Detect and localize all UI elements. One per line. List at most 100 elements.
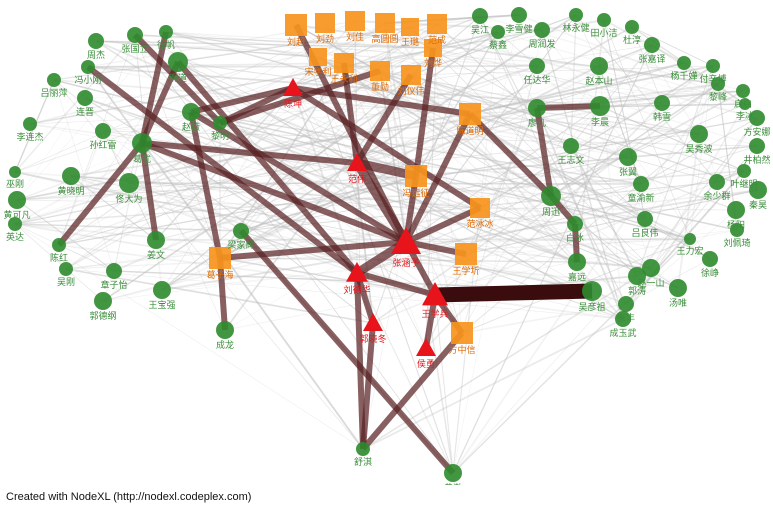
weak-edge <box>190 23 438 113</box>
node-xuzheng[interactable] <box>702 251 718 267</box>
node-wanglu[interactable] <box>401 18 419 36</box>
node-fengyuanzheng[interactable] <box>405 165 427 187</box>
node-tongdawei2[interactable] <box>370 61 390 81</box>
node-tongdawei[interactable] <box>119 173 139 193</box>
node-wuxiubo[interactable] <box>690 125 708 143</box>
node-libing[interactable] <box>739 98 751 110</box>
node-hanxue[interactable] <box>654 95 670 111</box>
node-yushaoqun[interactable] <box>709 174 725 190</box>
node-renda[interactable] <box>529 58 545 74</box>
node-shuqi[interactable] <box>356 442 370 456</box>
node-yingda[interactable] <box>8 217 22 231</box>
node-zhangziyi[interactable] <box>106 263 122 279</box>
node-zhangyi[interactable] <box>619 148 637 166</box>
node-chenglong[interactable] <box>216 321 234 339</box>
node-huangqiufan[interactable] <box>8 191 26 209</box>
node-baibing[interactable] <box>567 216 583 232</box>
node-zhanghanyu[interactable] <box>391 227 421 254</box>
node-duchun[interactable] <box>625 20 639 34</box>
node-guotao[interactable] <box>628 267 646 285</box>
node-fangzhongxin[interactable] <box>451 322 473 344</box>
node-tangwei[interactable] <box>669 279 687 297</box>
node-liaofan[interactable] <box>528 99 546 117</box>
node-yangyang[interactable] <box>727 201 745 219</box>
node-huangxiaoming[interactable] <box>62 167 80 185</box>
node-liujia[interactable] <box>345 11 365 31</box>
node-wujiang[interactable] <box>472 8 488 24</box>
node-jingboran[interactable] <box>749 138 765 154</box>
node-wanglihong[interactable] <box>684 233 696 245</box>
node-qiqi[interactable] <box>736 84 750 98</box>
node-tongyixin[interactable] <box>633 176 649 192</box>
node-guoxiaodong[interactable] <box>363 313 383 331</box>
node-wangxuebing[interactable] <box>422 282 448 306</box>
node-liupeiqi[interactable] <box>730 223 744 237</box>
node-liuyiwei[interactable] <box>401 65 421 85</box>
node-wuyanzu[interactable] <box>582 281 602 301</box>
node-lifeng[interactable] <box>711 77 725 91</box>
weak-edge <box>165 31 434 49</box>
node-fancheng[interactable] <box>427 14 447 34</box>
node-wangzhiwen[interactable] <box>563 138 579 154</box>
node-houyong[interactable] <box>416 338 436 356</box>
node-chengyuwu[interactable] <box>615 311 631 327</box>
node-huangbo[interactable] <box>444 464 462 482</box>
node-sunhonglei[interactable] <box>95 123 111 139</box>
node-chenhong[interactable] <box>52 238 66 252</box>
node-qinhao[interactable] <box>749 181 767 199</box>
node-wugang2[interactable] <box>9 166 21 178</box>
node-zhoujie[interactable] <box>88 33 104 49</box>
weak-edge <box>16 175 417 201</box>
node-lvliping[interactable] <box>47 73 61 87</box>
node-gaoyuanyuan[interactable] <box>375 13 395 33</box>
node-chenkun[interactable] <box>283 78 303 96</box>
node-lianjin[interactable] <box>77 90 93 106</box>
node-zhaobenshan[interactable] <box>590 57 608 75</box>
node-liujin[interactable] <box>315 13 335 33</box>
node-geyou[interactable] <box>132 133 152 153</box>
node-lilianjie[interactable] <box>23 117 37 131</box>
node-liming[interactable] <box>213 116 227 130</box>
node-wangyongjie[interactable] <box>334 53 354 73</box>
node-liudehua[interactable] <box>346 262 368 282</box>
weak-edge <box>405 105 601 243</box>
node-fanwei[interactable] <box>347 153 367 171</box>
node-songyangyang[interactable] <box>309 48 327 66</box>
node-yejiming[interactable] <box>737 164 751 178</box>
node-fangan[interactable] <box>749 110 765 126</box>
node-liuchao[interactable] <box>285 14 307 36</box>
node-luliangwei[interactable] <box>637 211 653 227</box>
node-wangxuexin[interactable] <box>455 243 477 265</box>
node-fuxinbo[interactable] <box>706 59 720 73</box>
node-tianxiaojie[interactable] <box>597 13 611 27</box>
node-zhourunfa[interactable] <box>534 22 550 38</box>
node-linyongjian[interactable] <box>569 8 583 22</box>
node-zhangjiayi[interactable] <box>644 37 660 53</box>
node-jiangwen[interactable] <box>147 231 165 249</box>
node-fengxiaogang[interactable] <box>81 60 95 74</box>
node-wugang[interactable] <box>59 262 73 276</box>
node-xufan[interactable] <box>159 25 173 39</box>
node-zhaoyishan[interactable] <box>642 259 660 277</box>
node-zhangguoli[interactable] <box>127 27 143 43</box>
weak-edge <box>452 83 719 474</box>
node-label-tangwei: 汤唯 <box>669 298 687 309</box>
weak-edge <box>240 175 417 232</box>
node-mingdao[interactable] <box>168 52 188 72</box>
node-gezilong[interactable] <box>209 247 231 269</box>
node-jiayuan[interactable] <box>568 253 586 271</box>
node-liangjiahui[interactable] <box>233 223 249 239</box>
node-zhaowei[interactable] <box>182 103 200 121</box>
node-lichen[interactable] <box>590 96 610 116</box>
node-guodegang[interactable] <box>94 292 112 310</box>
node-liqiang[interactable] <box>511 7 527 23</box>
node-yangqianhua[interactable] <box>677 56 691 70</box>
node-wangbaoqiang[interactable] <box>153 281 171 299</box>
node-zhangfeng[interactable] <box>618 296 634 312</box>
node-caiding[interactable] <box>491 25 505 39</box>
node-fanbingbing[interactable] <box>470 198 490 218</box>
weak-edge <box>29 29 543 125</box>
node-zhouxun[interactable] <box>541 186 561 206</box>
node-liuye[interactable] <box>424 39 442 57</box>
node-chendaoming[interactable] <box>459 103 481 125</box>
